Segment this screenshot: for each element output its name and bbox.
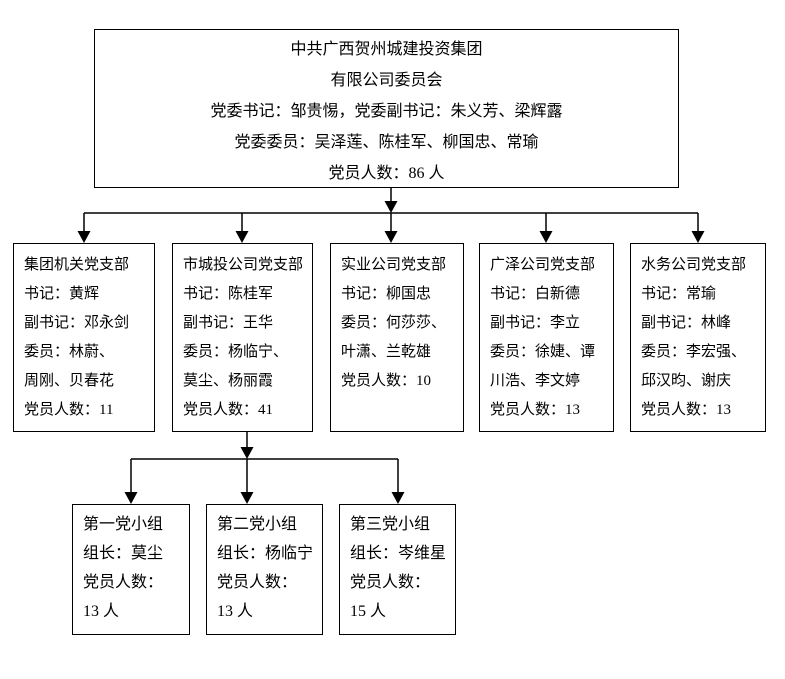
group-box-first: 第一党小组 组长：莫尘 党员人数： 13 人 bbox=[72, 504, 190, 635]
branch-deputy-secretary: 副书记：林峰 bbox=[641, 315, 732, 331]
branch-members-line-2: 周刚、贝春花 bbox=[24, 373, 115, 389]
group-leader: 组长：莫尘 bbox=[83, 545, 164, 562]
branch-box-group-office: 集团机关党支部 书记：黄辉 副书记：邓永剑 委员：林蔚、 周刚、贝春花 党员人数… bbox=[13, 243, 155, 432]
root-committee-title-line-2: 有限公司委员会 bbox=[330, 72, 443, 89]
group-member-count-label: 党员人数： bbox=[350, 574, 431, 591]
group-title: 第二党小组 bbox=[217, 516, 298, 533]
branch-title: 水务公司党支部 bbox=[641, 257, 747, 273]
branch-member-count: 党员人数：10 bbox=[341, 373, 432, 389]
branch-title: 实业公司党支部 bbox=[341, 257, 447, 273]
branch-deputy-secretary: 副书记：王华 bbox=[183, 315, 274, 331]
group-member-count-value: 13 人 bbox=[217, 603, 254, 620]
branch-members-line-2: 川浩、李文婷 bbox=[490, 373, 581, 389]
branch-deputy-secretary: 副书记：邓永剑 bbox=[24, 315, 130, 331]
branch-box-water: 水务公司党支部 书记：常瑜 副书记：林峰 委员：李宏强、 邱汉昀、谢庆 党员人数… bbox=[630, 243, 766, 432]
branch-members-line-2: 邱汉昀、谢庆 bbox=[641, 373, 732, 389]
branch-members-line-1: 委员：徐婕、谭 bbox=[490, 344, 596, 360]
branch-members-line-1: 委员：杨临宁、 bbox=[183, 344, 289, 360]
arrowhead-branch-4 bbox=[539, 231, 553, 243]
branch-secretary: 书记：陈桂军 bbox=[183, 286, 274, 302]
branch-members-line-1: 委员：林蔚、 bbox=[24, 344, 115, 360]
branch-secretary: 书记：柳国忠 bbox=[341, 286, 432, 302]
branch-members-line-1: 委员：李宏强、 bbox=[641, 344, 747, 360]
branch-member-count: 党员人数：11 bbox=[24, 402, 114, 418]
arrowhead-branch-3 bbox=[384, 231, 398, 243]
root-committee-title-line-1: 中共广西贺州城建投资集团 bbox=[290, 41, 483, 58]
branch-members-line-2: 叶潇、兰乾雄 bbox=[341, 344, 432, 360]
branch-secretary: 书记：黄辉 bbox=[24, 286, 100, 302]
group-leader: 组长：杨临宁 bbox=[217, 545, 314, 562]
arrowhead-root-stem bbox=[384, 201, 398, 213]
arrowhead-branch-2 bbox=[235, 231, 249, 243]
root-committee-members-line: 党委委员：吴泽莲、陈桂军、柳国忠、常瑜 bbox=[234, 134, 539, 151]
group-member-count-value: 13 人 bbox=[83, 603, 120, 620]
group-title: 第一党小组 bbox=[83, 516, 164, 533]
branch-box-guangze: 广泽公司党支部 书记：白新德 副书记：李立 委员：徐婕、谭 川浩、李文婷 党员人… bbox=[479, 243, 614, 432]
arrowhead-branch-5 bbox=[691, 231, 705, 243]
group-leader: 组长：岑维星 bbox=[350, 545, 447, 562]
arrowhead-branch-1 bbox=[77, 231, 91, 243]
branch-member-count: 党员人数：41 bbox=[183, 402, 274, 418]
arrowhead-group-1 bbox=[124, 492, 138, 504]
arrowhead-group-3 bbox=[391, 492, 405, 504]
root-committee-member-count: 党员人数：86 人 bbox=[328, 165, 445, 182]
root-committee-box: 中共广西贺州城建投资集团 有限公司委员会 党委书记：邹贵惕，党委副书记：朱义芳、… bbox=[94, 29, 679, 188]
group-member-count-label: 党员人数： bbox=[83, 574, 164, 591]
branch-secretary: 书记：白新德 bbox=[490, 286, 581, 302]
arrowhead-group-2 bbox=[240, 492, 254, 504]
branch-box-city-investment: 市城投公司党支部 书记：陈桂军 副书记：王华 委员：杨临宁、 莫尘、杨丽霞 党员… bbox=[172, 243, 313, 432]
root-committee-secretary-line: 党委书记：邹贵惕，党委副书记：朱义芳、梁辉露 bbox=[210, 103, 563, 120]
branch-title: 市城投公司党支部 bbox=[183, 257, 304, 273]
branch-member-count: 党员人数：13 bbox=[490, 402, 581, 418]
branch-deputy-secretary: 副书记：李立 bbox=[490, 315, 581, 331]
group-box-third: 第三党小组 组长：岑维星 党员人数： 15 人 bbox=[339, 504, 456, 635]
branch-title: 广泽公司党支部 bbox=[490, 257, 596, 273]
branch-members-line-1: 委员：何莎莎、 bbox=[341, 315, 447, 331]
branch-secretary: 书记：常瑜 bbox=[641, 286, 717, 302]
group-member-count-value: 15 人 bbox=[350, 603, 387, 620]
group-title: 第三党小组 bbox=[350, 516, 431, 533]
arrowhead-branch2-stem bbox=[240, 447, 254, 459]
branch-box-industrial: 实业公司党支部 书记：柳国忠 委员：何莎莎、 叶潇、兰乾雄 党员人数：10 bbox=[330, 243, 464, 432]
branch-member-count: 党员人数：13 bbox=[641, 402, 732, 418]
group-box-second: 第二党小组 组长：杨临宁 党员人数： 13 人 bbox=[206, 504, 323, 635]
branch-title: 集团机关党支部 bbox=[24, 257, 130, 273]
group-member-count-label: 党员人数： bbox=[217, 574, 298, 591]
branch-members-line-2: 莫尘、杨丽霞 bbox=[183, 373, 274, 389]
